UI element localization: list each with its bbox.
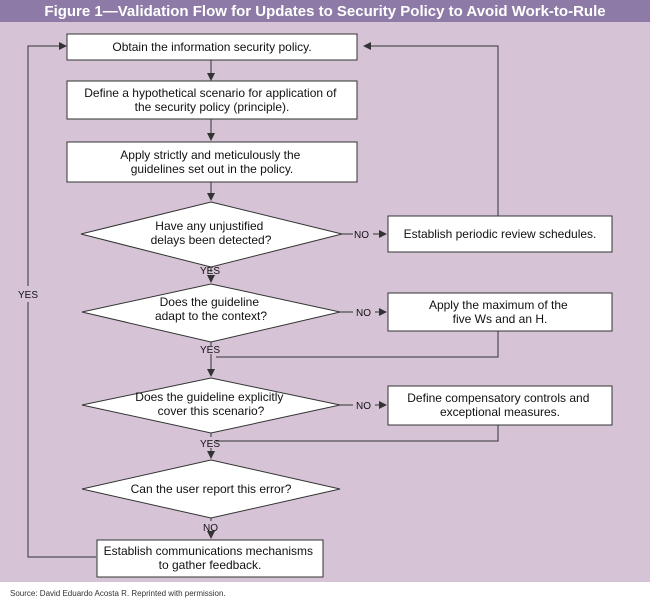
- text-define-controls: Define compensatory controls and excepti…: [407, 391, 592, 419]
- label-yes-loop: YES: [18, 290, 38, 301]
- text-obtain-policy: Obtain the information security policy.: [112, 40, 311, 54]
- diamond-adapt: [81, 283, 341, 343]
- text-cover: Does the guideline explicitly cover this…: [135, 390, 286, 418]
- box-establish-review: [387, 215, 613, 253]
- edge-controls-merge: [216, 425, 499, 442]
- figure-title: Figure 1—Validation Flow for Updates to …: [44, 3, 606, 20]
- box-define-controls: [387, 385, 613, 426]
- box-obtain-policy: [66, 33, 358, 61]
- label-yes-delays: YES: [200, 266, 220, 277]
- edge-review-loop: [363, 42, 499, 216]
- edge-comm-loop-1: [27, 302, 96, 558]
- source-note: Source: David Eduardo Acosta R. Reprinte…: [10, 589, 226, 598]
- text-establish-review: Establish periodic review schedules.: [404, 227, 597, 241]
- label-yes-cover: YES: [200, 439, 220, 450]
- label-no-report: NO: [203, 523, 218, 534]
- label-yes-adapt: YES: [200, 345, 220, 356]
- text-delays: Have any unjustified delays been detecte…: [151, 219, 272, 247]
- label-no-delays: NO: [354, 230, 369, 241]
- box-apply-max: [387, 292, 613, 332]
- text-define-scenario: Define a hypothetical scenario for appli…: [84, 86, 340, 114]
- label-no-adapt: NO: [356, 308, 371, 319]
- box-apply-strictly: [66, 141, 358, 183]
- title-bar: [0, 0, 650, 22]
- label-no-cover: NO: [356, 401, 371, 412]
- text-adapt: Does the guideline adapt to the context?: [155, 295, 267, 323]
- text-establish-comm: Establish communications mechanisms to g…: [104, 544, 317, 572]
- box-establish-comm: [96, 539, 324, 578]
- text-apply-max: Apply the maximum of the five Ws and an …: [429, 298, 571, 326]
- edge-max-merge: [216, 331, 499, 358]
- text-report: Can the user report this error?: [131, 482, 292, 496]
- text-apply-strictly: Apply strictly and meticulously the guid…: [120, 148, 303, 176]
- edge-comm-loop-2: [27, 42, 67, 286]
- box-define-scenario: [66, 80, 358, 120]
- diamond-delays: [80, 201, 343, 268]
- diamond-cover: [81, 377, 341, 434]
- diamond-report: [81, 459, 341, 519]
